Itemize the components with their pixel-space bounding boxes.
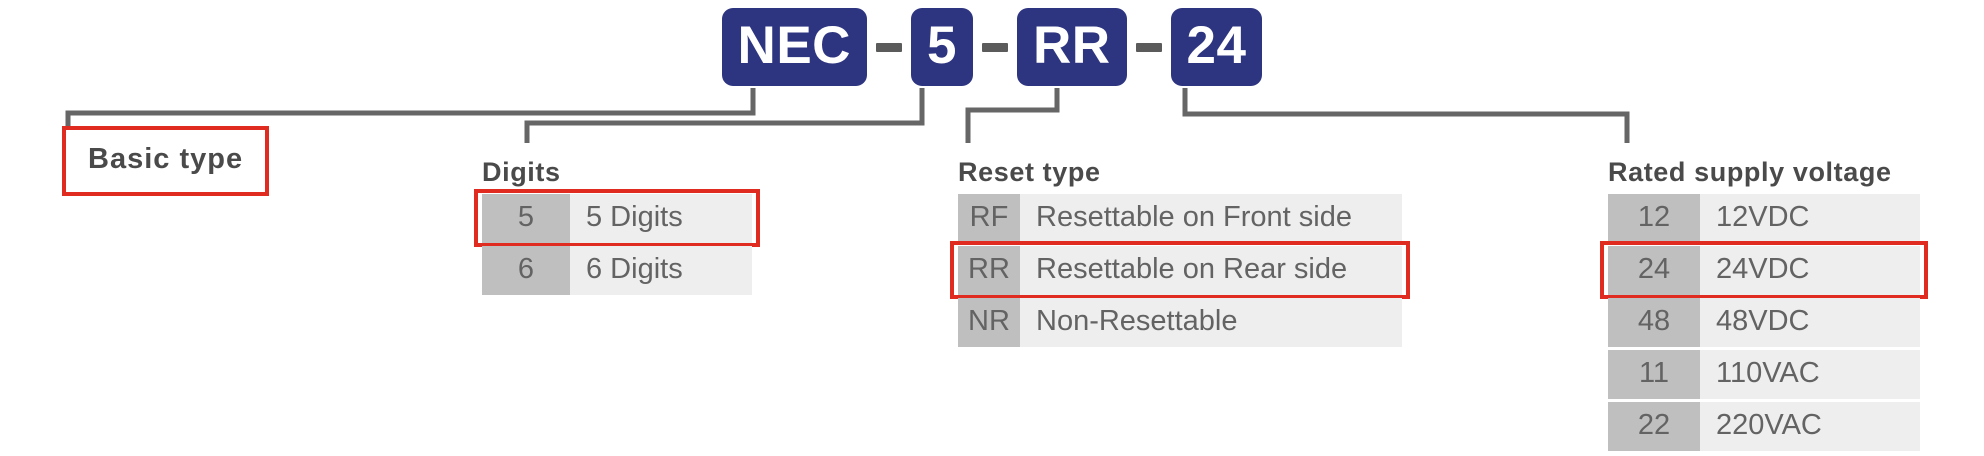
- section-digits: Digits 5 5 Digits 6 6 Digits: [474, 157, 760, 298]
- option-description: Resettable on Rear side: [1020, 246, 1402, 295]
- section-title-reset-type: Reset type: [958, 157, 1101, 187]
- option-code: 6: [482, 246, 570, 295]
- table-row[interactable]: 22 220VAC: [1608, 402, 1920, 451]
- option-description: 12VDC: [1700, 194, 1920, 243]
- section-title-rated-supply-voltage: Rated supply voltage: [1608, 157, 1892, 187]
- code-separator-dash: [981, 42, 1008, 52]
- option-description: 48VDC: [1700, 298, 1920, 347]
- code-badge-basic-type[interactable]: NEC: [721, 8, 867, 86]
- option-description: Non-Resettable: [1020, 298, 1402, 347]
- table-row[interactable]: 6 6 Digits: [482, 246, 752, 295]
- basic-type-label: Basic type: [88, 143, 244, 175]
- digits-option-table: 5 5 Digits 6 6 Digits: [474, 189, 760, 295]
- bracket-digits: [524, 88, 925, 143]
- option-description: 6 Digits: [570, 246, 752, 295]
- option-code: 22: [1608, 402, 1700, 451]
- option-description: Resettable on Front side: [1020, 194, 1402, 243]
- table-row[interactable]: 5 5 Digits: [474, 189, 760, 247]
- table-row[interactable]: 12 12VDC: [1608, 194, 1920, 243]
- table-row[interactable]: 11 110VAC: [1608, 350, 1920, 399]
- code-separator-dash: [875, 42, 902, 52]
- section-rated-supply-voltage: Rated supply voltage 12 12VDC 24 24VDC 4…: [1600, 157, 1928, 454]
- option-code: 12: [1608, 194, 1700, 243]
- code-separator-dash: [1135, 42, 1162, 52]
- table-row[interactable]: 48 48VDC: [1608, 298, 1920, 347]
- option-description: 110VAC: [1700, 350, 1920, 399]
- voltage-option-table: 12 12VDC 24 24VDC 48 48VDC 11 110VAC 22 …: [1600, 194, 1928, 451]
- option-code: RR: [958, 246, 1020, 295]
- table-row[interactable]: NR Non-Resettable: [958, 298, 1402, 347]
- option-description: 220VAC: [1700, 402, 1920, 451]
- option-code: 48: [1608, 298, 1700, 347]
- option-description: 5 Digits: [570, 194, 752, 243]
- part-number-code: NEC 5 RR 24: [0, 8, 1984, 86]
- option-code: RF: [958, 194, 1020, 243]
- code-badge-digits[interactable]: 5: [910, 8, 973, 86]
- option-description: 24VDC: [1700, 246, 1920, 295]
- table-row[interactable]: RR Resettable on Rear side: [950, 241, 1410, 299]
- table-row[interactable]: 24 24VDC: [1600, 241, 1928, 299]
- bracket-reset-type: [965, 88, 1060, 143]
- option-code: 5: [482, 194, 570, 243]
- section-basic-type: Basic type: [62, 126, 270, 196]
- code-badge-reset-type[interactable]: RR: [1016, 8, 1127, 86]
- bracket-voltage: [1182, 88, 1630, 143]
- code-badge-voltage[interactable]: 24: [1170, 8, 1263, 86]
- basic-type-highlight-box[interactable]: Basic type: [62, 126, 270, 196]
- option-code: NR: [958, 298, 1020, 347]
- table-row[interactable]: RF Resettable on Front side: [958, 194, 1402, 243]
- section-title-digits: Digits: [482, 157, 561, 187]
- option-code: 24: [1608, 246, 1700, 295]
- section-reset-type: Reset type RF Resettable on Front side R…: [950, 157, 1410, 350]
- option-code: 11: [1608, 350, 1700, 399]
- reset-type-option-table: RF Resettable on Front side RR Resettabl…: [950, 194, 1410, 347]
- bracket-basic-type: [65, 88, 756, 126]
